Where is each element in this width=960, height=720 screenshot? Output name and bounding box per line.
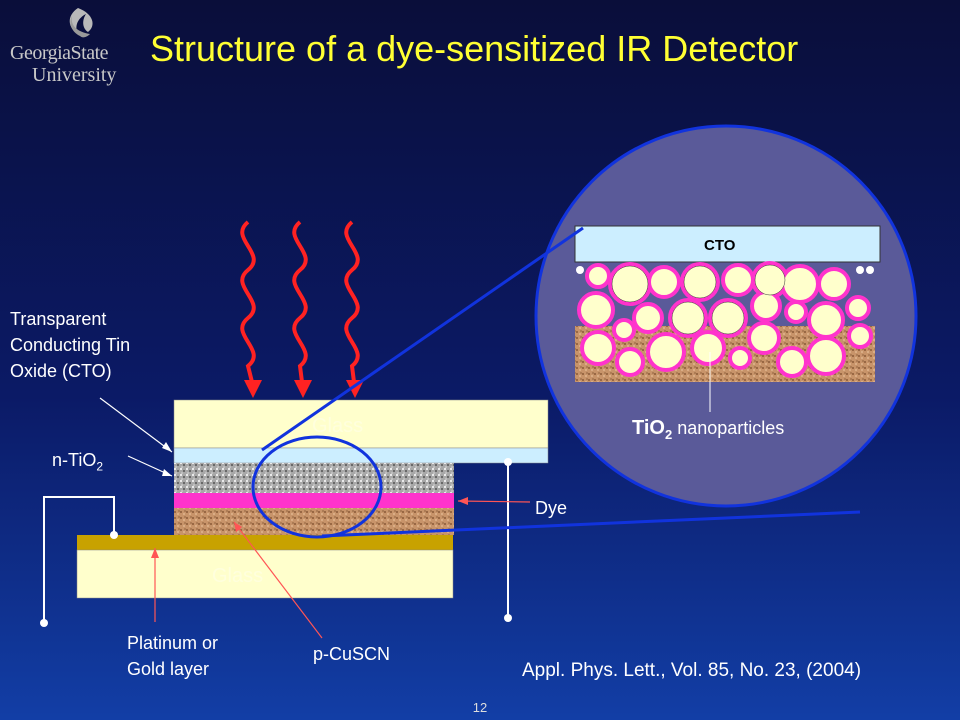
tio2-label-base: TiO [632,417,665,439]
tio2-label-sub: 2 [665,427,672,442]
magnify-source-circle [251,435,383,539]
logo-text-line2: University [32,64,117,86]
light-arrowhead-1 [244,380,262,398]
tio2-nanoparticles-core [611,264,786,335]
tio2-label-rest: nanoparticles [672,418,784,438]
glass-bottom-label: Glass [212,565,263,587]
metal-label: Platinum or Gold layer [127,630,218,682]
terminal-dot [110,531,118,539]
flame-icon [69,8,93,38]
tio2-label: TiO2 nanoparticles [632,417,784,442]
dye-pointer [457,500,531,503]
cuscn-pointer [233,521,323,639]
metal-label-line1: Platinum or [127,633,219,653]
zoom-circle-outline [534,124,918,508]
ntio2-label-sub: 2 [96,459,104,474]
ntio2-label: n-TiO2 [52,447,103,480]
zoom-cto-bar [574,225,881,263]
circuit-wires [43,462,509,623]
cto-label-line1: Transparent [10,309,107,329]
light-wave-3 [344,220,360,383]
top-glass [173,399,549,449]
light-wave-2 [292,220,308,383]
slide-title: Structure of a dye-sensitized IR Detecto… [150,28,799,69]
logo-text-line1: GeorgiaState [10,42,109,64]
cto-label-line3: Oxide (CTO) [10,361,112,381]
cuscn-layer [174,508,454,535]
light-arrowhead-3 [346,380,364,398]
metal-label-line2: Gold layer [127,659,210,679]
zoom-detail [574,225,881,412]
light-arrowhead-2 [294,380,312,398]
cto-label: Transparent Conducting Tin Oxide (CTO) [10,306,130,384]
cuscn-label: p-CuSCN [313,644,391,664]
cto-label-line2: Conducting Tin [10,335,131,355]
university-logo: GeorgiaState University [8,6,138,96]
bottom-glass [76,549,454,599]
terminal-dot [504,458,512,466]
incident-light [240,220,360,383]
zoom-connector-top [261,226,584,452]
light-wave-1 [240,220,256,383]
citation: Appl. Phys. Lett., Vol. 85, No. 23, (200… [522,660,862,681]
metal-layer [77,535,453,550]
zoom-connector-bottom [321,510,861,538]
dye-layer [174,493,454,508]
zoom-cto-label: CTO [704,237,736,254]
page-number: 12 [472,700,488,715]
terminal-dot [40,619,48,627]
ntio2-layer [174,463,454,493]
ntio2-label-base: n-TiO [52,450,97,470]
terminal-dot [504,614,512,622]
glass-top-label: Glass [312,415,363,437]
cto-pointer [99,397,173,453]
dye-label: Dye [535,498,568,518]
